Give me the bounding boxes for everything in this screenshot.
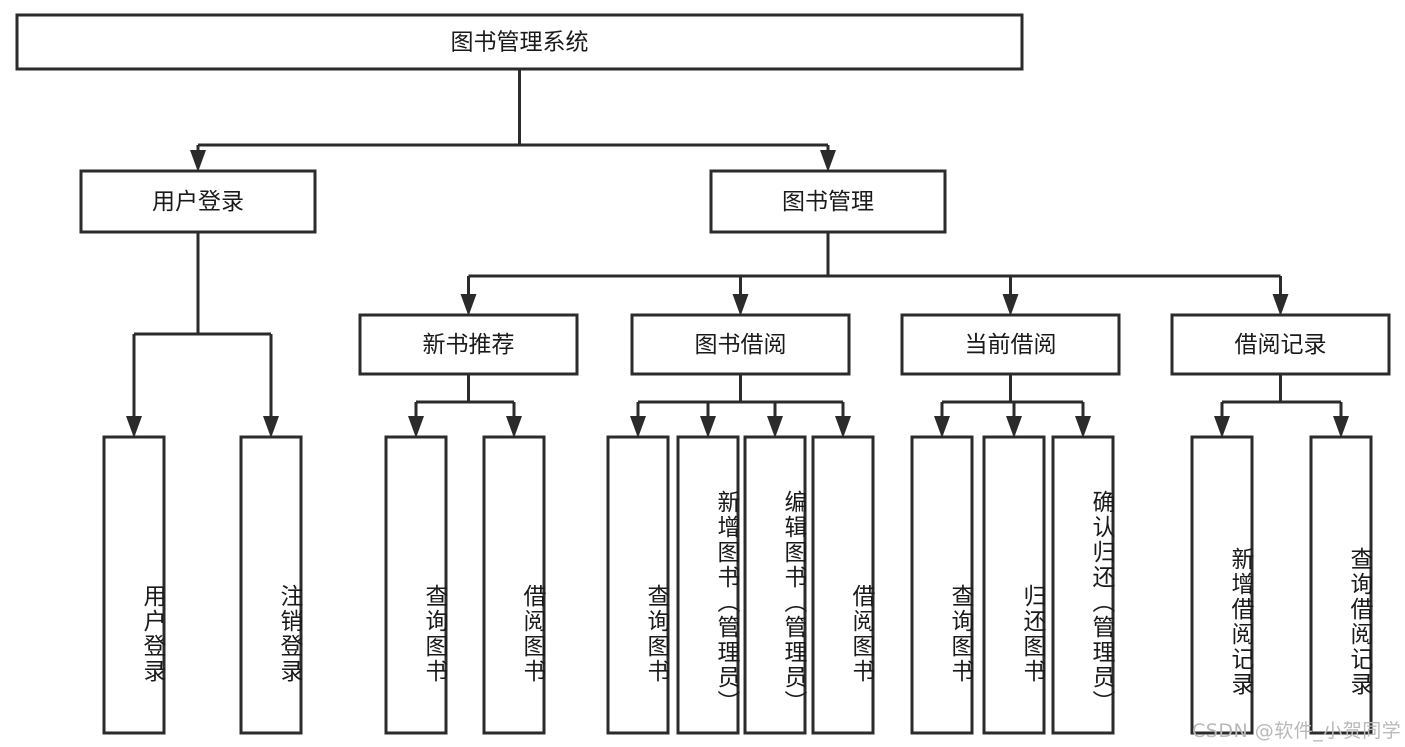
node-leaf-logout-login[interactable] (239, 435, 303, 735)
node-leaf-query-book-borrow[interactable] (606, 435, 670, 735)
node-leaf-query-book-current[interactable] (910, 435, 974, 735)
node-leaf-add-book-admin[interactable] (676, 435, 740, 735)
node-label-book-borrow: 图书借阅 (695, 332, 787, 358)
node-label-user-login: 用户登录 (152, 189, 244, 215)
boxes-layer (15, 13, 1391, 735)
node-label-root: 图书管理系统 (451, 30, 589, 56)
node-label-book-management: 图书管理 (782, 189, 874, 215)
node-leaf-add-borrow-record[interactable] (1190, 435, 1254, 735)
node-book-management[interactable] (709, 169, 947, 234)
node-root[interactable] (15, 13, 1024, 71)
node-leaf-confirm-return-admin[interactable] (1051, 435, 1115, 735)
node-borrow-record[interactable] (1170, 313, 1391, 376)
node-user-login[interactable] (79, 169, 317, 234)
node-leaf-borrow-book-recommend[interactable] (482, 435, 546, 735)
node-book-borrow[interactable] (630, 313, 851, 376)
csdn-watermark: CSDN @软件_小贺同学 (1192, 720, 1402, 742)
node-leaf-return-book[interactable] (982, 435, 1046, 735)
node-new-book-recommend[interactable] (358, 313, 579, 376)
node-label-borrow-record: 借阅记录 (1235, 332, 1327, 358)
node-leaf-user-login[interactable] (102, 435, 166, 735)
node-leaf-edit-book-admin[interactable] (743, 435, 807, 735)
node-label-new-book-recommend: 新书推荐 (423, 332, 515, 358)
node-label-current-borrow: 当前借阅 (965, 332, 1057, 358)
node-leaf-borrow-book[interactable] (811, 435, 875, 735)
node-leaf-query-borrow-record[interactable] (1309, 435, 1373, 735)
node-current-borrow[interactable] (900, 313, 1121, 376)
connectors-layer (126, 69, 1349, 438)
node-leaf-query-book-recommend[interactable] (384, 435, 448, 735)
